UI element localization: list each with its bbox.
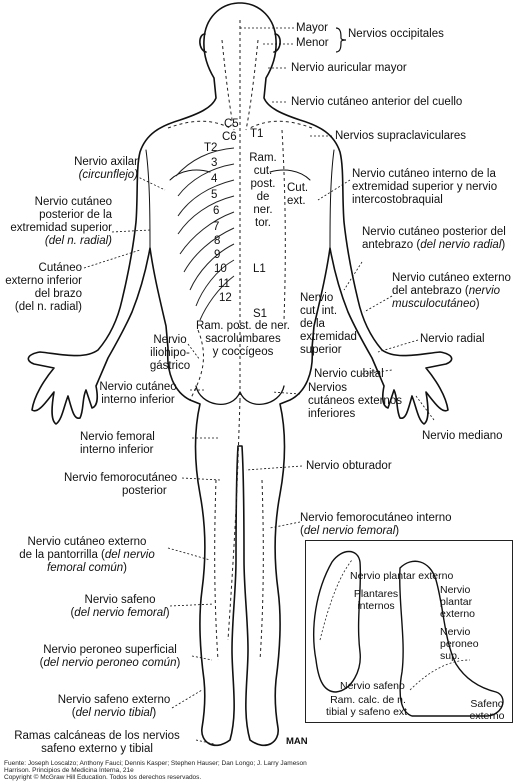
label-ulnar: Nervio cubital [314,368,384,380]
segment-t2: T2 [204,142,218,154]
segment-c6: C6 [222,131,237,143]
label-saphenous: Nervio safeno (del nervio femoral) [70,594,170,619]
label-sural: Nervio safeno externo (del nervio tibial… [57,694,171,719]
segment-7: 7 [213,221,220,233]
segment-3: 3 [211,157,218,169]
footer-book: Harrison. Principios de Medicina Interna… [4,767,134,774]
label-lateral-cutaneous-calf: Nervio cutáneo externo de la pantorrilla… [19,536,155,574]
segment-5: 5 [211,189,218,201]
label-lateral-cutaneous-back: Cut.ext. [287,182,309,207]
footer-copyright: Copyright © McGraw Hill Education. Todos… [4,774,202,781]
label-obturator: Nervio obturador [306,460,392,472]
segment-l1: L1 [253,263,266,275]
inset-label-lateral-plantar: Nervio plantar externo [350,570,454,582]
inset-foot-sole [313,550,362,693]
segment-9: 9 [214,249,221,261]
segment-8: 8 [214,235,221,247]
label-anterior-cutaneous-neck: Nervio cutáneo anterior del cuello [291,96,463,108]
label-axillary: Nervio axilar(circunflejo) [74,156,138,181]
segment-s1: S1 [253,308,268,320]
inset-label-saphenous: Nervio safeno [340,680,405,692]
label-radial: Nervio radial [420,333,485,345]
segment-c5: C5 [224,118,239,130]
body-outline [27,2,453,746]
segment-11: 11 [218,278,230,290]
segment-4: 4 [211,173,218,185]
footer-source: Fuente: Joseph Loscalzo; Anthony Fauci; … [4,760,307,767]
segment-12: 12 [219,292,232,304]
inset-foot-side [398,560,504,717]
label-occipital-nerves: Nervios occipitales [348,28,444,40]
label-superficial-peroneal: Nervio peroneo superficial (del nervio p… [39,644,181,669]
label-signature: MAN [286,736,308,747]
label-medial-femoral-cutaneous: Nervio femorocutáneo interno (del nervio… [300,512,452,537]
label-great-auricular: Nervio auricular mayor [291,62,407,74]
segment-t1: T1 [250,128,264,140]
label-posterior-cutaneous-forearm: Nervio cutáneo posterior del antebrazo (… [362,226,506,251]
label-supraclavicular: Nervios supraclaviculares [335,130,467,142]
label-mayor: Mayor [296,22,328,34]
label-menor: Menor [296,37,329,49]
inset-feet-panel [305,540,513,723]
label-lateral-cutaneous-forearm: Nervio cutáneo externo del antebrazo (ne… [392,272,511,310]
segment-10: 10 [214,263,227,275]
segment-6: 6 [213,205,220,217]
inset-label-calcaneal: Ram. calc. de n.tibial y safeno ext. [325,694,411,718]
label-median: Nervio mediano [422,430,503,442]
